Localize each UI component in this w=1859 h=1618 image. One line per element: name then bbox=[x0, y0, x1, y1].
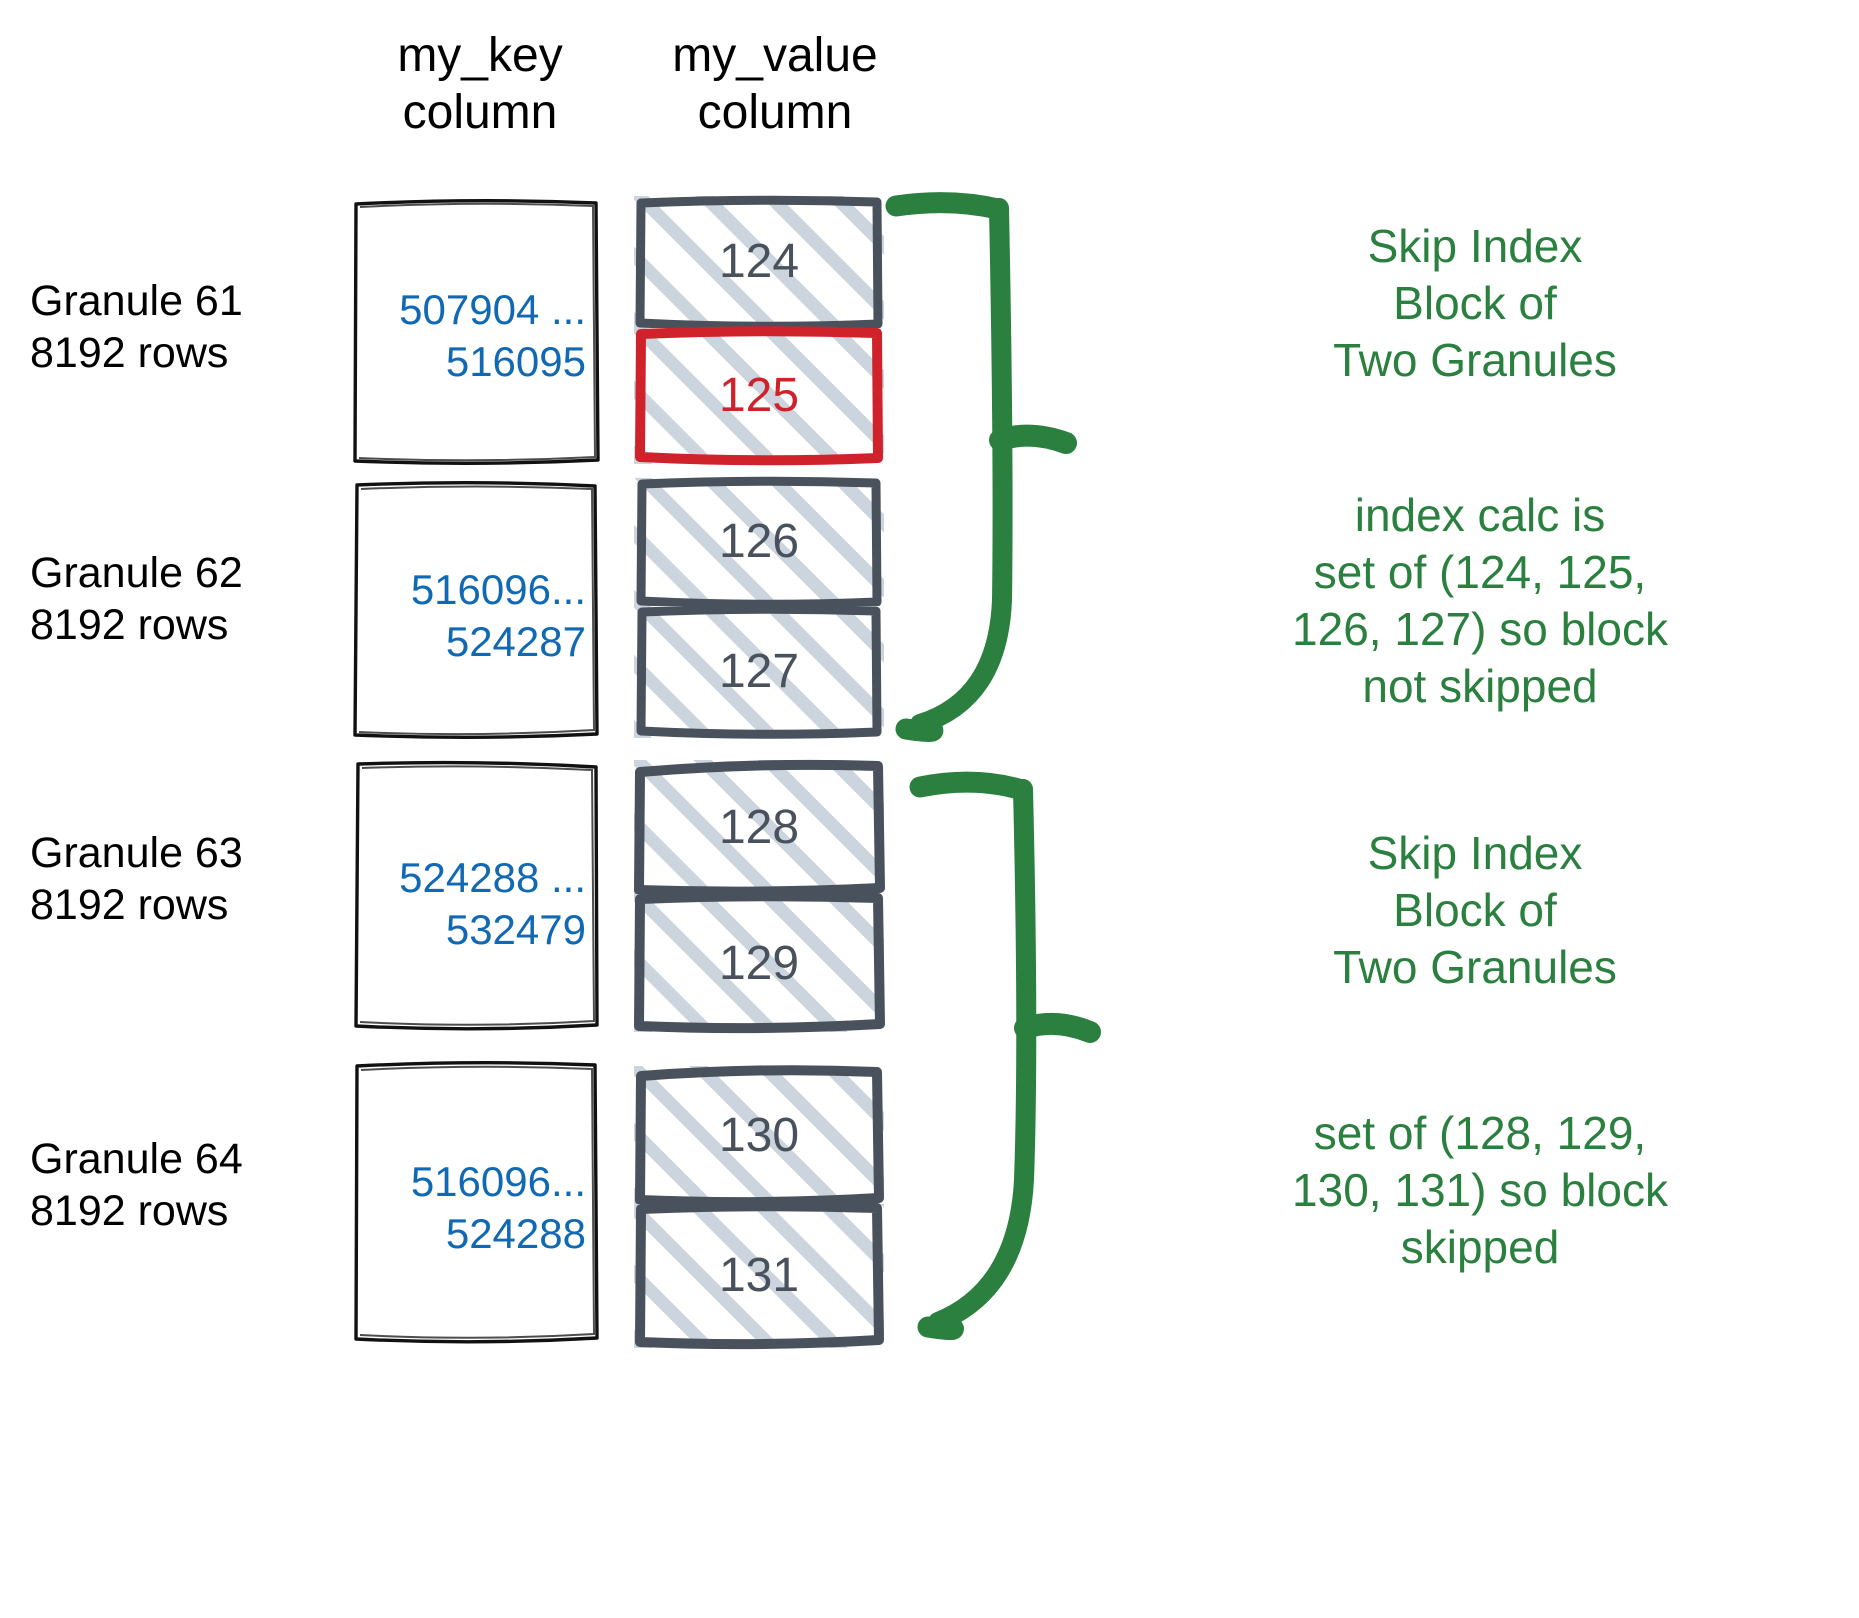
value-number-127: 127 bbox=[718, 645, 800, 698]
sketch-rectangle-dark bbox=[636, 476, 882, 609]
hatch-pattern bbox=[634, 478, 884, 608]
skip-index-bracket-bottom bbox=[909, 771, 1101, 1341]
value-subcell-128: 128 bbox=[634, 759, 885, 897]
key-range-61: 507904 ... 516095 bbox=[399, 286, 586, 386]
value-number-128: 128 bbox=[718, 801, 800, 854]
sketch-rectangle-dark bbox=[634, 759, 885, 897]
value-number-124: 124 bbox=[718, 235, 800, 288]
granule-label-62: Granule 62 8192 rows bbox=[30, 549, 243, 650]
key-cell-granule-63: 524288 ... 532479 bbox=[352, 760, 600, 1032]
key-cell-granule-64: 516096... 524288 bbox=[352, 1060, 600, 1345]
sketch-rectangle-dark bbox=[635, 1201, 884, 1350]
value-number-125: 125 bbox=[718, 369, 800, 422]
value-subcell-127: 127 bbox=[634, 604, 884, 739]
sketch-rectangle bbox=[354, 1061, 599, 1344]
sketch-rectangle bbox=[353, 481, 599, 739]
value-subcell-131: 131 bbox=[634, 1201, 884, 1350]
key-cell-granule-61: 507904 ... 516095 bbox=[352, 198, 600, 466]
sketch-rectangle-dark bbox=[634, 891, 885, 1034]
hatch-pattern bbox=[634, 760, 884, 896]
skip-index-bracket-top bbox=[885, 192, 1077, 743]
sketch-rectangle-dark bbox=[635, 1065, 884, 1208]
key-cell-granule-62: 516096... 524287 bbox=[352, 480, 600, 740]
sketch-rectangle-dark bbox=[635, 195, 883, 331]
value-number-129: 129 bbox=[718, 937, 800, 990]
value-number-126: 126 bbox=[718, 515, 800, 568]
hatch-pattern bbox=[634, 894, 884, 1032]
hatch-pattern bbox=[634, 328, 884, 464]
granule-label-63: Granule 63 8192 rows bbox=[30, 829, 243, 930]
annotation-skip-index-block-top: Skip Index Block of Two Granules bbox=[1333, 220, 1617, 387]
granule-label-61: Granule 61 8192 rows bbox=[30, 277, 243, 378]
annotation-index-calc-not-skipped: index calc is set of (124, 125, 126, 127… bbox=[1292, 489, 1668, 713]
value-cell-granule-61: 124 125 bbox=[634, 195, 884, 466]
annotation-skip-index-block-bottom: Skip Index Block of Two Granules bbox=[1333, 827, 1617, 994]
granule-label-64: Granule 64 8192 rows bbox=[30, 1135, 243, 1236]
value-subcell-126: 126 bbox=[634, 476, 884, 609]
key-range-63: 524288 ... 532479 bbox=[399, 854, 586, 954]
key-range-64: 516096... 524288 bbox=[410, 1158, 586, 1258]
value-subcell-124: 124 bbox=[634, 195, 884, 331]
sketch-rectangle-highlight bbox=[635, 326, 883, 466]
hatch-pattern bbox=[634, 196, 884, 330]
sketch-rectangle bbox=[353, 199, 600, 465]
value-cell-granule-63: 128 129 bbox=[634, 756, 885, 1034]
value-subcell-130: 130 bbox=[634, 1065, 884, 1208]
key-range-62: 516096... 524287 bbox=[410, 566, 586, 666]
value-subcell-125: 125 bbox=[634, 326, 884, 466]
value-number-130: 130 bbox=[718, 1109, 800, 1162]
value-cell-granule-64: 130 131 bbox=[634, 1058, 884, 1350]
value-number-131: 131 bbox=[718, 1249, 800, 1302]
hatch-pattern bbox=[634, 1066, 884, 1206]
hatch-pattern bbox=[634, 1204, 884, 1348]
sketch-rectangle bbox=[354, 760, 599, 1031]
annotation-set-block-skipped: set of (128, 129, 130, 131) so block ski… bbox=[1292, 1107, 1668, 1274]
sketch-rectangle-dark bbox=[636, 604, 882, 739]
value-column-header: my_value column bbox=[672, 29, 878, 139]
value-subcell-129: 129 bbox=[634, 891, 885, 1034]
value-cell-granule-62: 126 127 bbox=[634, 476, 884, 739]
hatch-pattern bbox=[634, 606, 884, 738]
key-column-header: my_key column bbox=[397, 29, 563, 139]
